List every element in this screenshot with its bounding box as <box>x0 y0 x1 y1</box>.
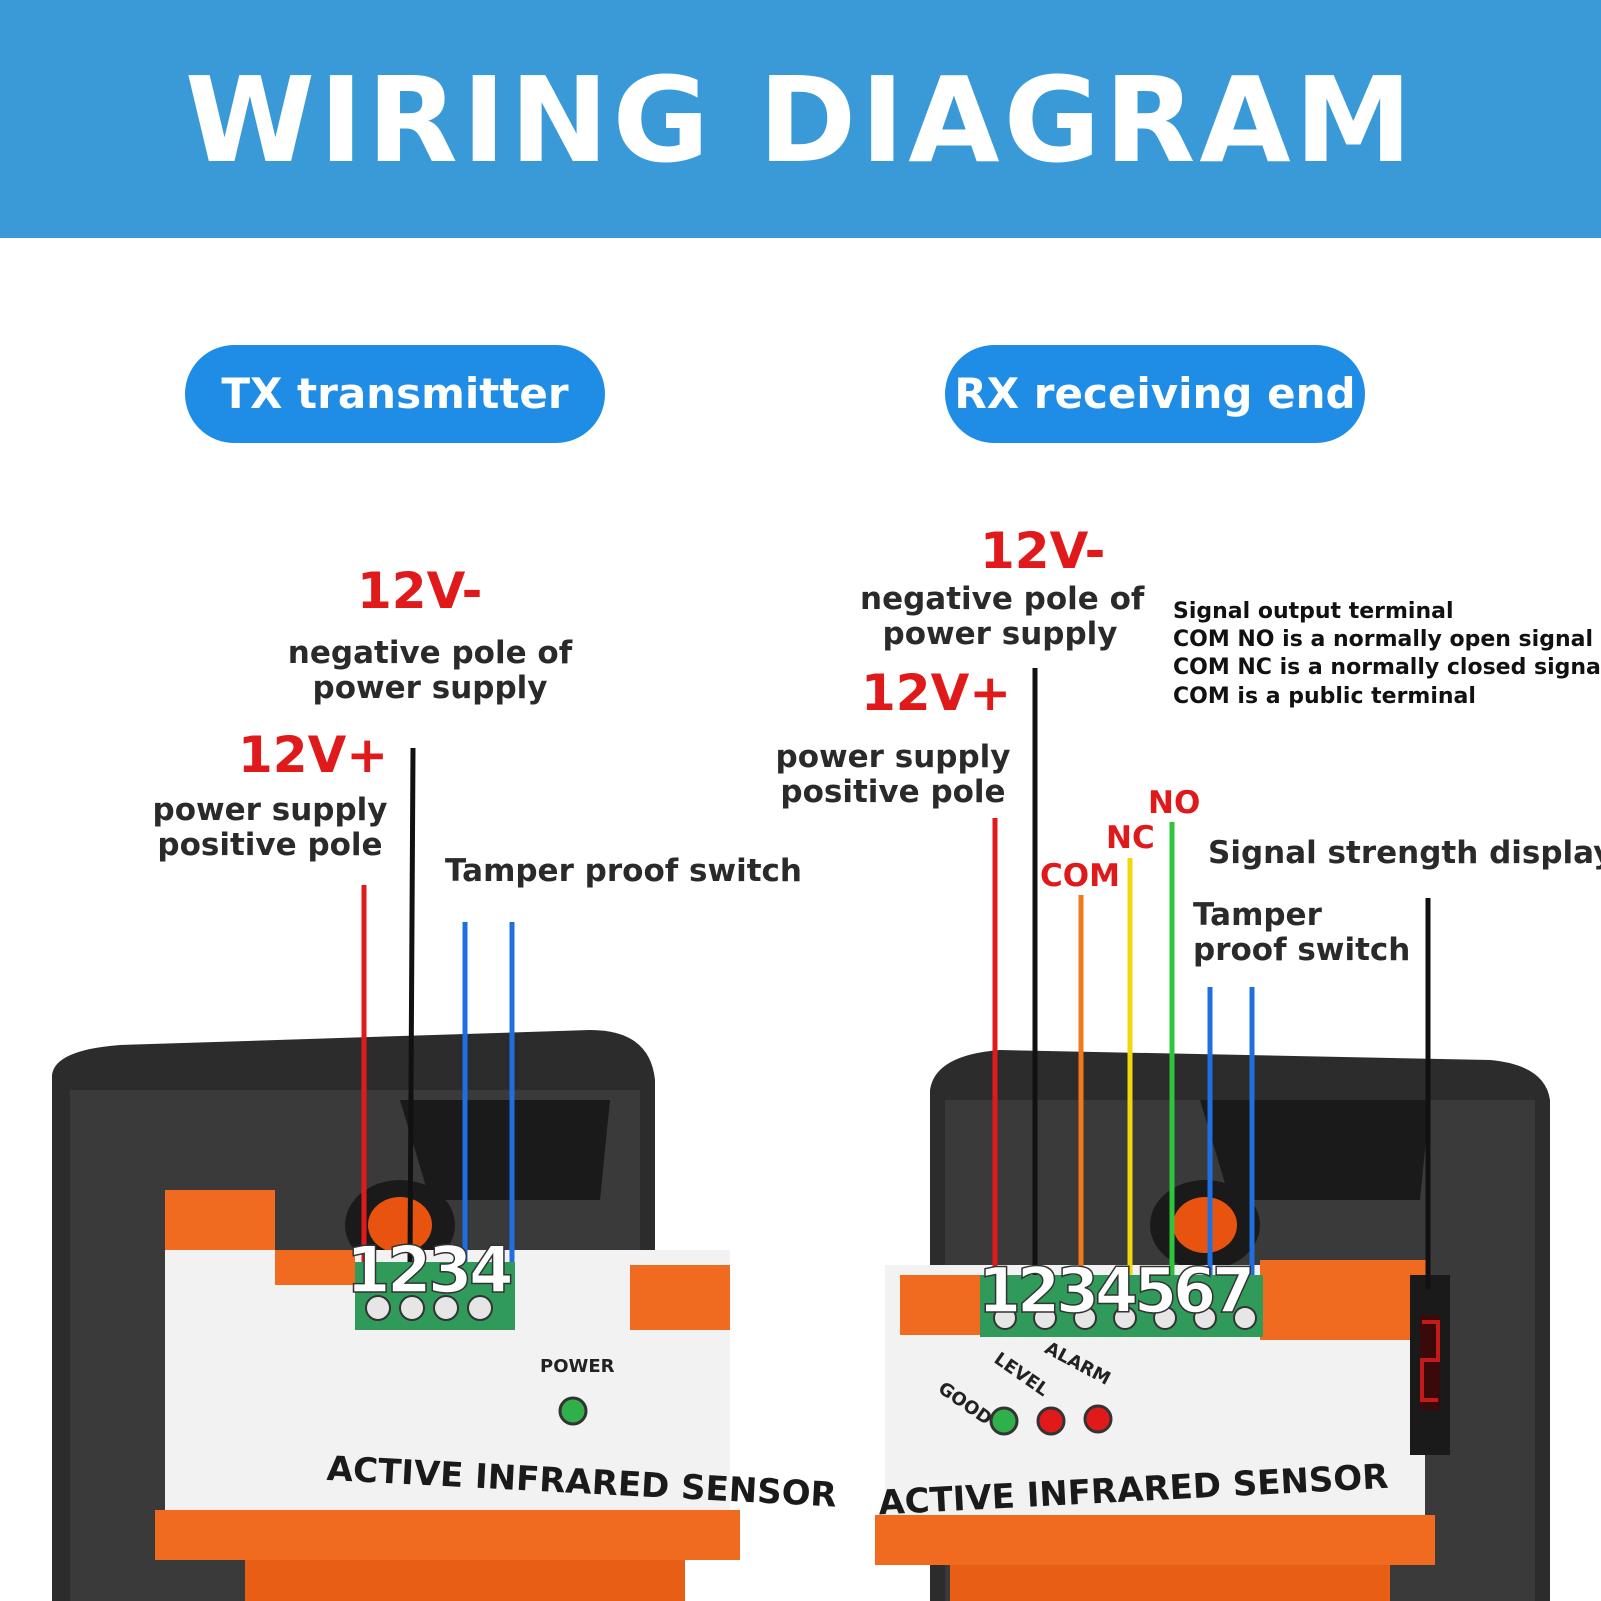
tx-terminal-1: 1 <box>346 1234 391 1308</box>
tx-device <box>52 1030 740 1601</box>
tx-pos-code: 12V+ <box>238 726 389 784</box>
rx-tamper-label-1: Tamper <box>1193 897 1322 933</box>
rx-terminal-3: 3 <box>1056 1254 1099 1327</box>
rx-pos-desc-1: power supply <box>775 739 1011 775</box>
title-banner: WIRING DIAGRAM <box>0 0 1601 238</box>
tx-terminal-3: 3 <box>428 1234 473 1308</box>
tx-neg-desc-1: negative pole of <box>287 635 573 671</box>
alarm-led-icon <box>1083 1404 1113 1434</box>
tx-neg-code: 12V- <box>357 562 483 620</box>
signal-strength-label: Signal strength display <box>1208 835 1601 871</box>
level-led-icon <box>1036 1406 1066 1436</box>
signal-note-1: Signal output terminal <box>1173 599 1454 624</box>
rx-terminal-1: 1 <box>978 1254 1021 1327</box>
nc-label: NC <box>1106 820 1155 856</box>
rx-neg-desc-2: power supply <box>882 616 1118 652</box>
rx-tamper-label-2: proof switch <box>1193 932 1411 968</box>
power-led-icon <box>558 1396 588 1426</box>
rx-device <box>875 1050 1550 1601</box>
rx-neg-desc-1: negative pole of <box>860 581 1145 617</box>
page-title: WIRING DIAGRAM <box>184 51 1417 189</box>
com-label: COM <box>1040 858 1120 894</box>
tx-tamper-label: Tamper proof switch <box>445 853 802 889</box>
rx-neg-code: 12V- <box>980 522 1106 580</box>
tx-terminal-2: 2 <box>387 1234 432 1308</box>
rx-terminal-5: 5 <box>1134 1254 1177 1327</box>
tx-power-label: POWER <box>540 1356 615 1377</box>
rx-terminal-7: 7 <box>1212 1254 1255 1327</box>
rx-terminal-2: 2 <box>1017 1254 1060 1327</box>
signal-note-2: COM NO is a normally open signal <box>1173 627 1593 652</box>
rx-badge: RX receiving end <box>945 345 1365 443</box>
tx-pos-desc-1: power supply <box>152 792 388 828</box>
rx-pos-desc-2: positive pole <box>780 774 1006 810</box>
tx-wires <box>361 747 515 1263</box>
rx-wires <box>992 668 1431 1290</box>
rx-pos-code: 12V+ <box>861 664 1012 722</box>
tx-badge: TX transmitter <box>185 345 605 443</box>
rx-terminal-4: 4 <box>1095 1254 1138 1327</box>
no-label: NO <box>1148 785 1201 821</box>
tx-pos-desc-2: positive pole <box>157 827 383 863</box>
rx-terminal-6: 6 <box>1173 1254 1216 1327</box>
signal-note-3: COM NC is a normally closed signal <box>1173 655 1601 680</box>
good-led-icon <box>989 1406 1019 1436</box>
signal-note-4: COM is a public terminal <box>1173 684 1476 709</box>
tx-neg-desc-2: power supply <box>312 670 548 706</box>
tx-terminal-4: 4 <box>469 1234 514 1308</box>
